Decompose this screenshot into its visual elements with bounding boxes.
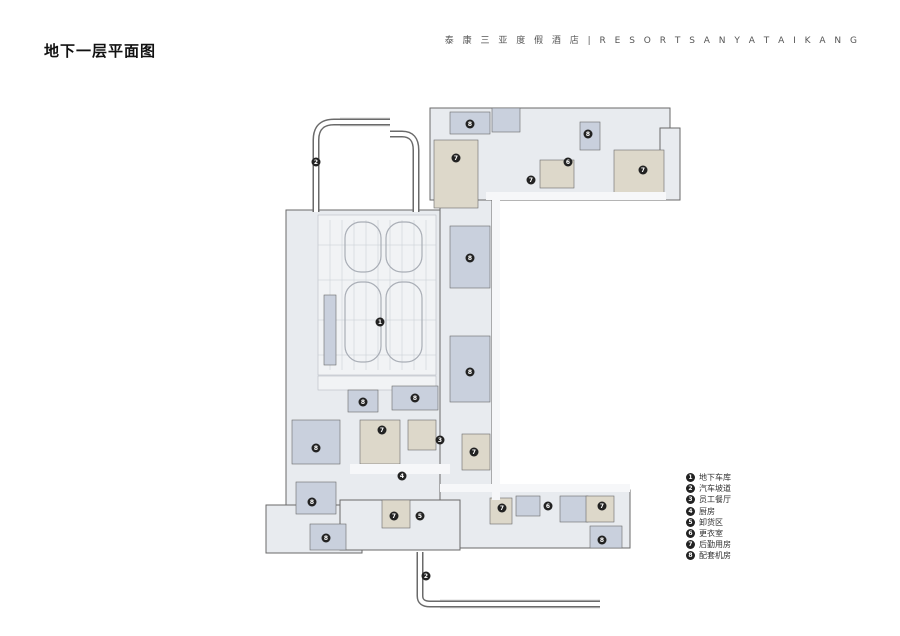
legend-number: 3 bbox=[686, 495, 695, 505]
svg-text:8: 8 bbox=[468, 121, 472, 128]
legend-item: 8 配套机房 bbox=[686, 550, 731, 561]
brand-caption: 泰 康 三 亚 度 假 酒 店 | R E S O R T S A N Y A … bbox=[444, 36, 860, 46]
marker: 8 bbox=[465, 253, 475, 263]
svg-text:8: 8 bbox=[468, 255, 472, 262]
legend-label: 配套机房 bbox=[699, 551, 731, 561]
marker: 8 bbox=[465, 119, 475, 129]
marker: 8 bbox=[311, 443, 321, 453]
legend-number: 8 bbox=[686, 551, 695, 561]
svg-text:3: 3 bbox=[438, 437, 442, 444]
legend-label: 厨房 bbox=[699, 506, 715, 516]
svg-text:6: 6 bbox=[566, 159, 570, 166]
marker: 6 bbox=[563, 157, 573, 167]
svg-text:7: 7 bbox=[641, 167, 645, 174]
legend-label: 员工餐厅 bbox=[699, 495, 731, 505]
legend-number: 7 bbox=[686, 540, 695, 550]
corridors bbox=[350, 192, 666, 500]
svg-text:5: 5 bbox=[418, 513, 422, 520]
legend-number: 5 bbox=[686, 517, 695, 527]
marker: 7 bbox=[451, 153, 461, 163]
marker: 7 bbox=[389, 511, 399, 521]
legend-item: 2 汽车坡道 bbox=[686, 483, 731, 494]
marker: 8 bbox=[597, 535, 607, 545]
legend-item: 4 厨房 bbox=[686, 506, 731, 517]
svg-text:7: 7 bbox=[600, 503, 604, 510]
marker: 5 bbox=[415, 511, 425, 521]
legend-label: 卸货区 bbox=[699, 517, 723, 527]
marker: 8 bbox=[410, 393, 420, 403]
svg-text:8: 8 bbox=[468, 369, 472, 376]
svg-text:2: 2 bbox=[424, 573, 428, 580]
svg-text:7: 7 bbox=[380, 427, 384, 434]
marker-layer: 1 2 2 3 4 5 6 6 7 7 7 7 7 7 7 7 8 8 8 8 … bbox=[307, 119, 648, 581]
svg-text:8: 8 bbox=[361, 399, 365, 406]
marker: 8 bbox=[465, 367, 475, 377]
marker: 4 bbox=[397, 471, 407, 481]
marker: 7 bbox=[638, 165, 648, 175]
marker: 6 bbox=[543, 501, 553, 511]
marker: 2 bbox=[311, 157, 321, 167]
legend-number: 4 bbox=[686, 506, 695, 516]
legend-number: 6 bbox=[686, 529, 695, 539]
legend-label: 更衣室 bbox=[699, 529, 723, 539]
svg-text:7: 7 bbox=[500, 505, 504, 512]
marker: 1 bbox=[375, 317, 385, 327]
marker: 7 bbox=[597, 501, 607, 511]
svg-text:1: 1 bbox=[378, 319, 382, 326]
legend-item: 5 卸货区 bbox=[686, 517, 731, 528]
svg-text:7: 7 bbox=[392, 513, 396, 520]
marker: 3 bbox=[435, 435, 445, 445]
svg-text:8: 8 bbox=[314, 445, 318, 452]
south-ramp bbox=[416, 552, 600, 608]
marker: 8 bbox=[583, 129, 593, 139]
ramp-stripes bbox=[340, 117, 600, 609]
legend-number: 2 bbox=[686, 484, 695, 494]
ramp-inner bbox=[314, 120, 600, 606]
marker: 8 bbox=[321, 533, 331, 543]
legend-label: 地下车库 bbox=[699, 473, 731, 483]
svg-text:8: 8 bbox=[310, 499, 314, 506]
page-title: 地下一层平面图 bbox=[44, 42, 157, 60]
marker: 8 bbox=[307, 497, 317, 507]
legend-item: 6 更衣室 bbox=[686, 528, 731, 539]
legend-number: 1 bbox=[686, 473, 695, 483]
legend: 1 地下车库 2 汽车坡道 3 员工餐厅 4 厨房 5 卸货区 6 更衣室 7 … bbox=[686, 472, 731, 562]
svg-text:8: 8 bbox=[413, 395, 417, 402]
svg-text:8: 8 bbox=[324, 535, 328, 542]
marker: 7 bbox=[526, 175, 536, 185]
legend-item: 7 后勤用房 bbox=[686, 539, 731, 550]
svg-text:4: 4 bbox=[400, 473, 404, 480]
north-ramp-west bbox=[312, 118, 390, 212]
legend-item: 1 地下车库 bbox=[686, 472, 731, 483]
legend-label: 汽车坡道 bbox=[699, 484, 731, 494]
marker: 2 bbox=[421, 571, 431, 581]
marker: 7 bbox=[377, 425, 387, 435]
svg-text:2: 2 bbox=[314, 159, 318, 166]
legend-label: 后勤用房 bbox=[699, 540, 731, 550]
svg-text:7: 7 bbox=[454, 155, 458, 162]
marker: 8 bbox=[358, 397, 368, 407]
marker: 7 bbox=[469, 447, 479, 457]
svg-text:8: 8 bbox=[586, 131, 590, 138]
svg-text:7: 7 bbox=[529, 177, 533, 184]
svg-text:6: 6 bbox=[546, 503, 550, 510]
legend-item: 3 员工餐厅 bbox=[686, 494, 731, 505]
north-ramp-east bbox=[390, 130, 420, 212]
svg-text:7: 7 bbox=[472, 449, 476, 456]
marker: 7 bbox=[497, 503, 507, 513]
svg-text:8: 8 bbox=[600, 537, 604, 544]
